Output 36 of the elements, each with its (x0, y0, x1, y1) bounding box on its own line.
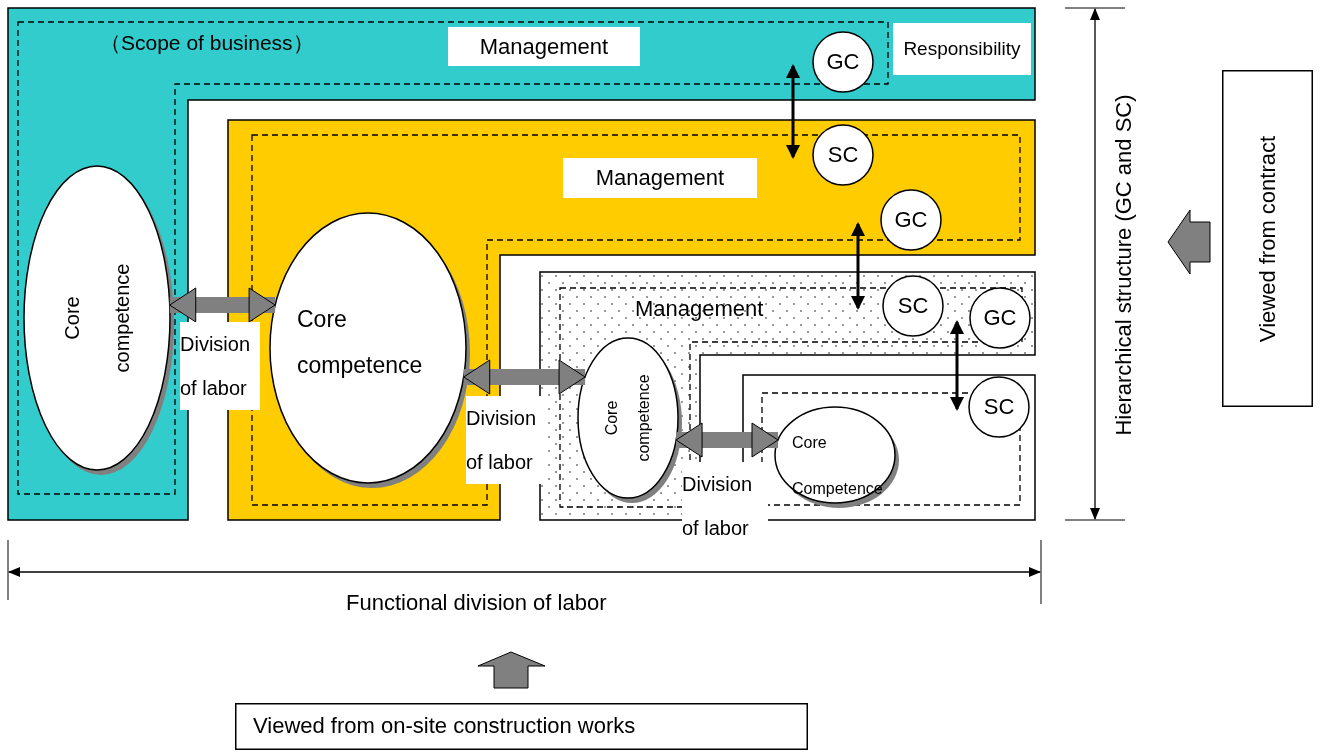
core-competence-label: Core competence (602, 373, 653, 464)
management-label: Management (448, 27, 640, 66)
double-block-arrow (675, 422, 779, 458)
management-label: Management (563, 158, 757, 198)
sc-label: SC (897, 292, 929, 320)
sc-circle (883, 276, 943, 336)
gc-label: GC (894, 206, 928, 234)
core-competence-ellipse (24, 166, 176, 476)
gc-label: GC (826, 48, 860, 76)
viewpoint-label: Viewed from on-site construction works (253, 713, 636, 740)
edge-label: Division of labor (180, 322, 260, 410)
double-block-arrow (169, 287, 276, 323)
management-label: Management (635, 296, 764, 323)
gc-circle (813, 32, 873, 92)
core-competence-circle (775, 407, 901, 509)
double-block-arrow (463, 359, 586, 395)
responsibility-label: Responsibility (893, 23, 1031, 75)
viewpoint-box (235, 703, 808, 750)
sc-label: SC (827, 141, 859, 169)
sc-label: SC (983, 393, 1015, 421)
gc-circle (881, 190, 941, 250)
gc-label: GC (983, 304, 1017, 332)
gc-circle (970, 288, 1030, 348)
axis-label: Hierarchical structure (GC and SC) (1110, 93, 1137, 438)
sc-circle (813, 125, 873, 185)
double-arrow (950, 320, 964, 411)
viewpoint-label: Viewed from contract (1254, 134, 1281, 344)
axis-label: Functional division of labor (346, 590, 607, 617)
double-arrow (786, 64, 800, 159)
core-competence-label: Core competence (297, 305, 424, 380)
double-arrow (851, 222, 865, 310)
core-competence-label: Core competence (60, 262, 134, 375)
scope-label: （Scope of business） (100, 30, 314, 56)
viewpoint-box (1222, 70, 1313, 407)
sc-circle (969, 377, 1029, 437)
core-competence-ellipse (578, 338, 684, 504)
